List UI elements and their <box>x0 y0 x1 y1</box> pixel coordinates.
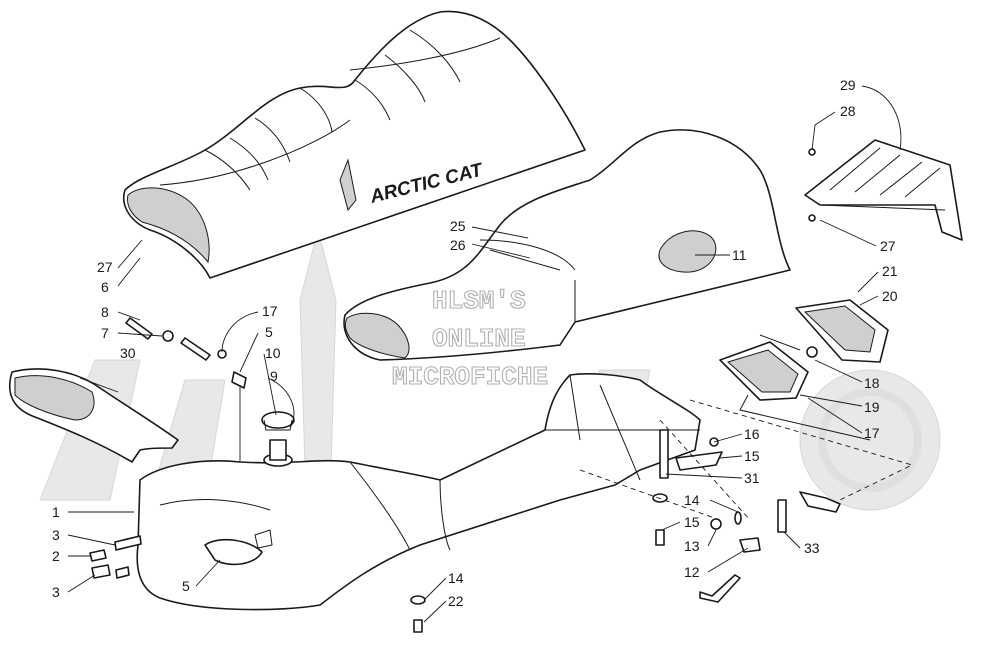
callout-5: 5 <box>182 578 190 594</box>
callout-18: 17 <box>262 303 278 319</box>
watermark-line-1: HLSM'S <box>432 286 526 316</box>
callout-32: 31 <box>744 470 760 486</box>
callout-17: 16 <box>744 426 760 442</box>
callout-14b: 14 <box>448 570 464 586</box>
callout-1: 1 <box>52 504 60 520</box>
callout-21: 19 <box>864 399 880 415</box>
callout-25: 27 <box>97 259 113 275</box>
callout-23: 21 <box>882 263 898 279</box>
callout-30: 29 <box>840 77 856 93</box>
callout-2: 2 <box>52 548 60 564</box>
callout-labels: 27 6 8 7 30 17 5 10 9 1 3 2 3 5 25 26 11… <box>52 77 898 609</box>
callout-10: 10 <box>265 345 281 361</box>
watermark: HLSM'S ONLINE MICROFICHE <box>391 285 548 392</box>
watermark-line-3: MICROFICHE <box>392 362 548 392</box>
callout-9: 9 <box>270 368 278 384</box>
callout-24: 22 <box>448 593 464 609</box>
watermark-line-2: ONLINE <box>432 324 526 354</box>
callout-20: 18 <box>864 375 880 391</box>
hardware-parts <box>89 317 841 633</box>
callout-3a: 3 <box>52 527 60 543</box>
callout-14a: 14 <box>684 492 700 508</box>
callout-3b: 3 <box>52 584 60 600</box>
leader-lines <box>67 85 902 623</box>
callout-33: 33 <box>804 540 820 556</box>
callout-29: 27 <box>880 238 896 254</box>
callout-31: 30 <box>120 345 136 361</box>
callout-8: 8 <box>101 304 109 320</box>
callout-26: 28 <box>840 103 856 119</box>
rear-rack <box>804 139 963 241</box>
callout-27: 25 <box>450 218 466 234</box>
callout-6: 6 <box>101 279 109 295</box>
callout-28: 26 <box>450 237 466 253</box>
seat-cushion-assembly: ARCTIC CAT <box>123 10 586 279</box>
fuel-tank-assembly <box>136 373 701 611</box>
callout-12: 12 <box>684 564 700 580</box>
callout-15: 15 <box>684 514 700 530</box>
callout-22: 20 <box>882 288 898 304</box>
callout-16: 15 <box>744 448 760 464</box>
taillight-assembly <box>579 299 914 521</box>
callout-13: 13 <box>684 538 700 554</box>
callout-19: 17 <box>864 425 880 441</box>
callout-7: 7 <box>101 325 109 341</box>
seat-base-assembly <box>343 129 791 361</box>
callout-11: 11 <box>732 247 747 263</box>
callout-4: 5 <box>265 324 273 340</box>
